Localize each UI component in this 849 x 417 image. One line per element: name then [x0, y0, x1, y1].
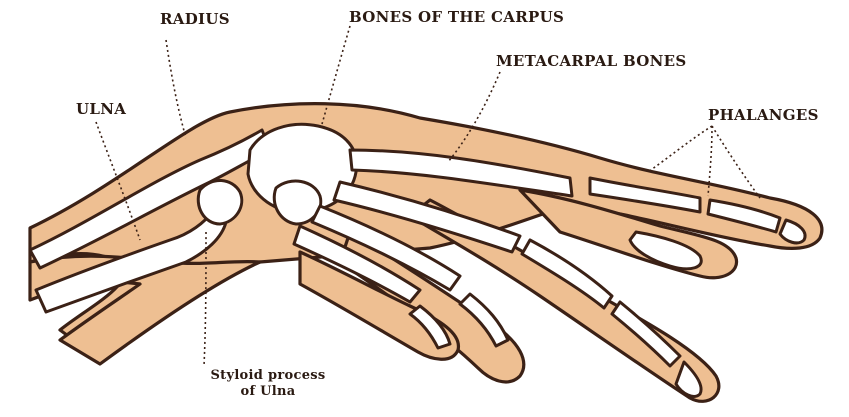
- leader-radius: [166, 40, 186, 138]
- label-metacarpal: METACARPAL BONES: [496, 52, 686, 70]
- label-styloid: Styloid process of Ulna: [200, 368, 336, 400]
- label-radius: RADIUS: [160, 10, 230, 28]
- label-phalanges: PHALANGES: [708, 106, 819, 124]
- label-carpus: BONES OF THE CARPUS: [349, 8, 564, 26]
- label-styloid-line1: Styloid process: [200, 368, 336, 384]
- leader-phalanges-1: [648, 126, 712, 172]
- label-styloid-line2: of Ulna: [200, 384, 336, 400]
- label-ulna: ULNA: [76, 100, 126, 118]
